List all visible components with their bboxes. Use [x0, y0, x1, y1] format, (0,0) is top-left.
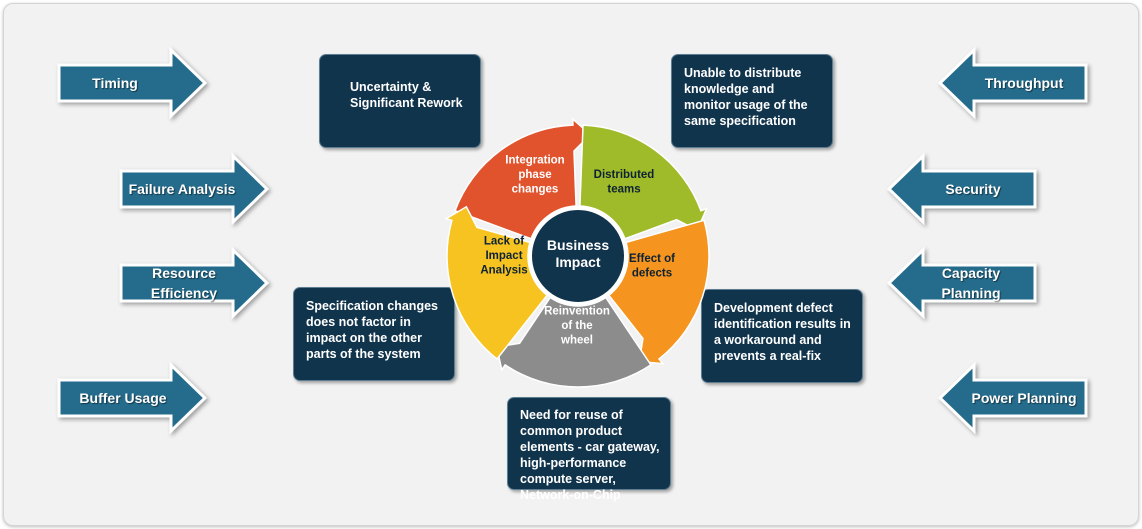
- arrow-capacity-planning: Capacity Planning: [886, 246, 1037, 320]
- arrow-shape: [886, 246, 1037, 320]
- box-distribute: Unable to distribute knowledge and monit…: [671, 54, 833, 148]
- wheel-label-reinvention: of the: [561, 320, 592, 332]
- diagram-canvas: Timing Failure Analysis Resource Efficie…: [3, 3, 1139, 526]
- box-reuse: Need for reuse of common product element…: [507, 397, 671, 502]
- wheel-label-effect: Effect of: [629, 253, 675, 265]
- arrow-shape: [886, 152, 1037, 226]
- box-reuse-text: Need for reuse of common product element…: [520, 408, 660, 502]
- wheel-label-lack: Analysis: [480, 265, 527, 277]
- wheel-center-label: Business: [547, 237, 609, 253]
- arrow-label-buffer-usage: Buffer Usage: [79, 390, 167, 406]
- wheel-label-distributed: Distributed: [594, 169, 655, 181]
- arrow-throughput: Throughput: [937, 46, 1088, 120]
- arrow-label-resource-efficiency: Resource Efficiency: [150, 265, 218, 301]
- arrow-security: Security: [886, 152, 1037, 226]
- arrow-power-planning: Power Planning: [937, 361, 1088, 435]
- arrow-resource-efficiency: Resource Efficiency: [119, 246, 270, 320]
- arrow-timing: Timing: [57, 46, 208, 120]
- arrow-label-timing: Timing: [92, 75, 138, 91]
- box-dev-defect-text: Development defect identification result…: [714, 301, 851, 363]
- arrow-failure-analysis: Failure Analysis: [119, 152, 270, 226]
- wheel-center-circle: [528, 206, 628, 306]
- wheel-label-reinvention: Reinvention: [544, 306, 610, 318]
- box-uncertainty: Uncertainty & Significant Rework: [319, 54, 481, 148]
- arrow-label-failure-analysis: Failure Analysis: [128, 181, 236, 197]
- arrow-buffer-usage: Buffer Usage: [57, 361, 208, 435]
- wheel-label-integration: Integration: [505, 155, 564, 167]
- arrow-shape: [937, 361, 1088, 435]
- wheel-label-distributed: teams: [607, 183, 640, 195]
- wheel-label-reinvention: wheel: [560, 335, 593, 347]
- arrow-label-throughput: Throughput: [984, 75, 1064, 91]
- wheel-label-effect: defects: [632, 267, 672, 279]
- arrow-shape: [57, 361, 208, 435]
- arrow-shape: [119, 152, 270, 226]
- box-spec-changes-text: Specification changes does not factor in…: [306, 299, 438, 361]
- arrow-label-capacity-planning: Capacity Planning: [941, 265, 1001, 301]
- wheel-label-integration: changes: [512, 184, 559, 196]
- box-uncertainty-text: Uncertainty & Significant Rework: [350, 80, 463, 110]
- box-dev-defect: Development defect identification result…: [701, 289, 863, 383]
- arrow-shape: [937, 46, 1088, 120]
- wheel-center-label: Impact: [555, 254, 600, 270]
- box-spec-changes: Specification changes does not factor in…: [293, 287, 455, 381]
- arrow-label-power-planning: Power Planning: [971, 390, 1077, 406]
- arrow-shape: [57, 46, 208, 120]
- arrow-shape: [119, 246, 270, 320]
- business-impact-wheel: Integration phase changes Distributed teamsE…: [444, 117, 710, 388]
- wheel-label-lack: Impact: [485, 250, 522, 262]
- box-distribute-text: Unable to distribute knowledge and monit…: [684, 66, 808, 128]
- arrow-label-security: Security: [945, 181, 1001, 197]
- wheel-label-lack: Lack of: [484, 236, 524, 248]
- wheel-label-integration: phase: [518, 169, 551, 181]
